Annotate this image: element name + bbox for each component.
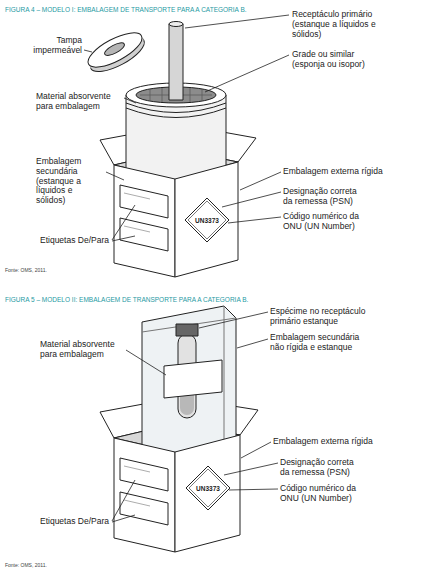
label-lines [124,193,150,232]
leader-line [222,192,281,207]
part-label: Embalagem externa rígida [273,437,403,447]
model-two-drawing [100,306,258,552]
label-line [124,500,150,506]
leader-line [106,172,124,180]
diamond-inner-border [189,469,227,507]
model-one-drawing [83,22,256,278]
lid-top [83,26,146,74]
part-label: Etiquetas De/Para [40,236,112,246]
label-line [124,466,150,472]
leader-lines [84,15,289,522]
diamond-border [186,466,230,510]
part-label: Código numérico da ONU (UN Number) [283,212,368,232]
box-right-face [175,162,238,277]
part-label: Embalagem secundária não rígida e estanq… [270,333,370,353]
address-label [120,218,168,251]
secondary-bag [142,306,236,456]
leader-line [112,480,135,521]
leader-line [229,489,278,490]
box-left-face [114,165,175,277]
leader-line [205,55,289,92]
primary-tube [169,24,183,100]
leader-line [228,217,281,223]
diamond-border [185,198,229,242]
leader-line [124,98,136,103]
leader-line [241,442,271,458]
part-label: Designação correta da remessa (PSN) [283,187,368,207]
leader-line [224,463,278,475]
un-number: UN3373 [195,217,219,224]
part-label: Tampa impermeável [18,36,82,56]
leader-line [112,205,135,240]
address-label [120,185,168,218]
part-label: Etiquetas De/Para [40,517,112,527]
lid-handle [103,40,126,57]
leader-line [185,15,289,28]
leader-line [237,339,268,348]
part-label: Material absorvente para embalagem [36,92,126,112]
part-label: Grade ou similar (esponja ou isopor) [292,50,382,70]
source-note: Fonte: OMS, 2011. [5,563,155,569]
part-label: Embalagem externa rígida [283,167,413,177]
leader-line [199,312,268,328]
tube-cap [176,324,198,336]
container-thread [126,108,226,118]
label-line [124,193,150,199]
diamond-inner-border [188,201,226,239]
tube-top [169,22,183,27]
figure-title: FIGURA 5 – MODELO II: EMBALAGEM DE TRANS… [5,296,435,303]
un-number: UN3373 [196,485,220,492]
leader-line [112,515,135,522]
address-label [120,458,168,491]
part-label: Receptáculo primário (estanque a líquido… [292,10,400,39]
address-label [120,492,168,525]
part-label: Embalagem secundária (estanque a líquido… [36,157,104,206]
hazard-diamond: UN3373 [185,465,231,511]
box-left-face [114,438,175,552]
bag-fold [224,306,225,450]
leader-line [126,350,166,375]
box-right-face [175,435,240,552]
part-label: Código numérico da ONU (UN Number) [280,484,365,504]
part-label: Material absorvente para embalagem [40,340,130,360]
leader-line [240,172,281,190]
part-label: Designação correta da remessa (PSN) [280,458,365,478]
absorbent-pad [164,360,222,398]
hazard-diamond: UN3373 [184,197,230,243]
label-line [124,226,150,232]
leader-line [112,236,135,241]
lid [83,26,149,78]
part-label: Espécime no receptáculo primário estanqu… [270,307,382,327]
label-lines [124,466,150,506]
leader-line [84,50,92,52]
source-note: Fonte: OMS, 2011. [5,268,155,274]
